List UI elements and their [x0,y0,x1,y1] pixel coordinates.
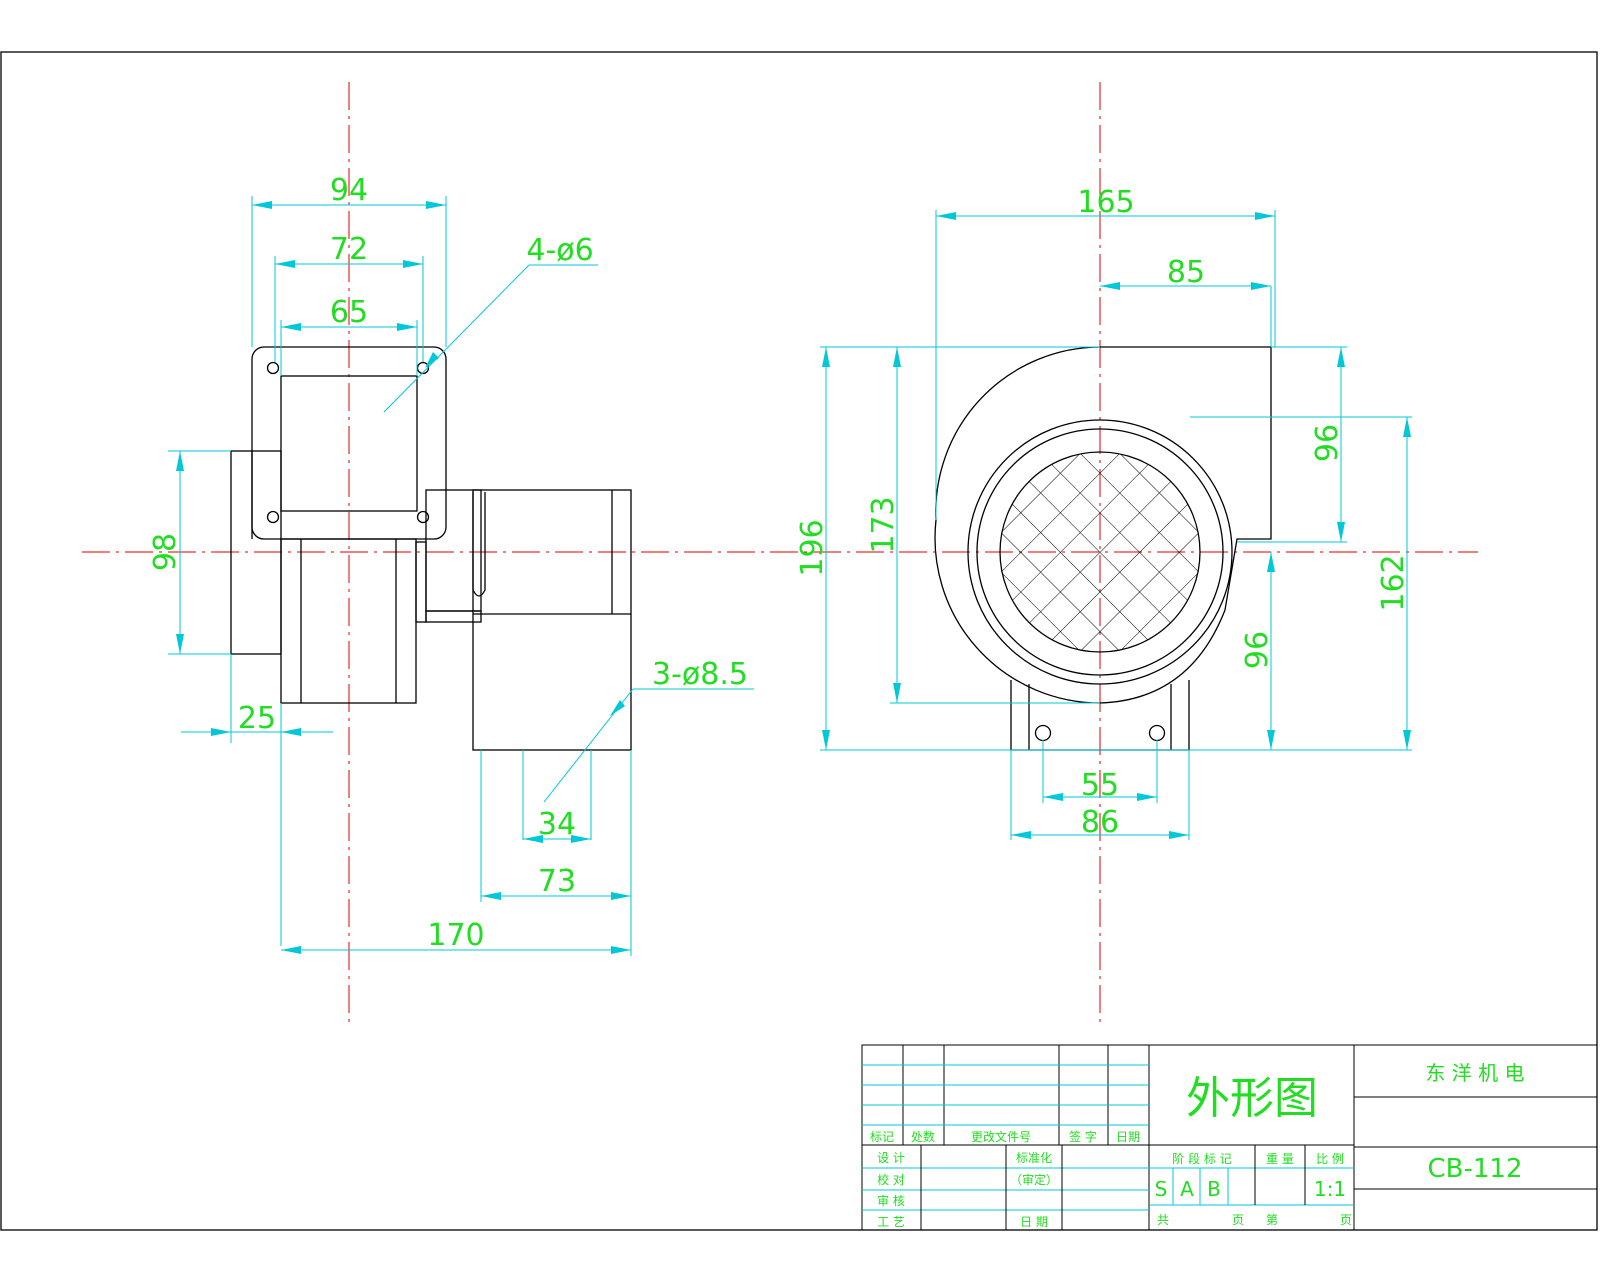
dim-165: 165 [1077,185,1134,220]
sign-process: 工 艺 [877,1215,905,1229]
rev-header-date: 日期 [1116,1130,1140,1144]
dim-55: 55 [1081,768,1119,803]
part-number: CB-112 [1428,1154,1523,1184]
side-view-dimensions [168,196,754,956]
sign-design: 设 计 [877,1151,905,1165]
sign-check: 校 对 [877,1172,905,1187]
stage-s: S [1155,1177,1168,1201]
dim-holes-3: 3-ø8.5 [652,657,748,692]
scale-value: 1:1 [1314,1177,1346,1201]
sheet-no-label: 第 [1266,1213,1278,1227]
dim-65: 65 [330,295,368,330]
scale-header: 比 例 [1316,1152,1344,1166]
dim-96-upper: 96 [1310,424,1345,462]
front-view [934,346,1272,751]
stage-header: 阶 段 标 记 [1172,1151,1231,1166]
drawing-title: 外形图 [1186,1073,1318,1124]
standardize-label: 标准化 [1016,1151,1052,1165]
center-lines [82,82,1478,1022]
sheets-unit-label: 页 [1232,1213,1244,1227]
dim-72: 72 [330,232,368,267]
rev-header-sign: 签 字 [1069,1129,1097,1144]
sign-review: 审 核 [877,1193,905,1208]
dim-94: 94 [330,173,368,208]
stage-b: B [1207,1177,1221,1201]
dim-34: 34 [538,807,576,842]
company-name: 东 洋 机 电 [1425,1061,1524,1085]
side-view-dimension-labels: 94 72 65 4-ø6 98 25 3-ø8.5 34 73 170 [148,173,748,953]
sheets-total-label: 共 [1157,1213,1169,1227]
rev-header-count: 处数 [911,1129,935,1144]
dim-96-lower: 96 [1240,631,1275,669]
dim-170: 170 [427,918,484,953]
weight-header: 重 量 [1266,1152,1294,1166]
rev-header-mark: 标记 [870,1130,894,1144]
dim-25: 25 [238,701,276,736]
dim-85: 85 [1167,255,1205,290]
dim-173: 173 [866,496,901,553]
dim-holes-4: 4-ø6 [526,233,593,268]
standardize-sub: （审定） [1010,1172,1058,1187]
dim-196: 196 [795,519,830,576]
rev-header-doc: 更改文件号 [971,1129,1031,1144]
stage-a: A [1180,1177,1194,1201]
title-block [861,1044,1598,1231]
front-view-dimension-labels: 165 85 196 173 96 96 162 55 86 [795,185,1411,840]
sheet-border [0,51,1598,1231]
date-label: 日 期 [1020,1215,1048,1229]
dim-73: 73 [538,864,576,899]
front-view-dimensions [820,210,1412,840]
side-view [230,346,632,751]
dim-162: 162 [1376,554,1411,611]
dim-86: 86 [1081,805,1119,840]
dim-98: 98 [148,533,183,571]
sheet-unit2-label: 页 [1340,1213,1352,1227]
title-block-text: 标记 处数 更改文件号 签 字 日期 设 计 校 对 审 核 工 艺 标准化 （… [870,1061,1525,1229]
